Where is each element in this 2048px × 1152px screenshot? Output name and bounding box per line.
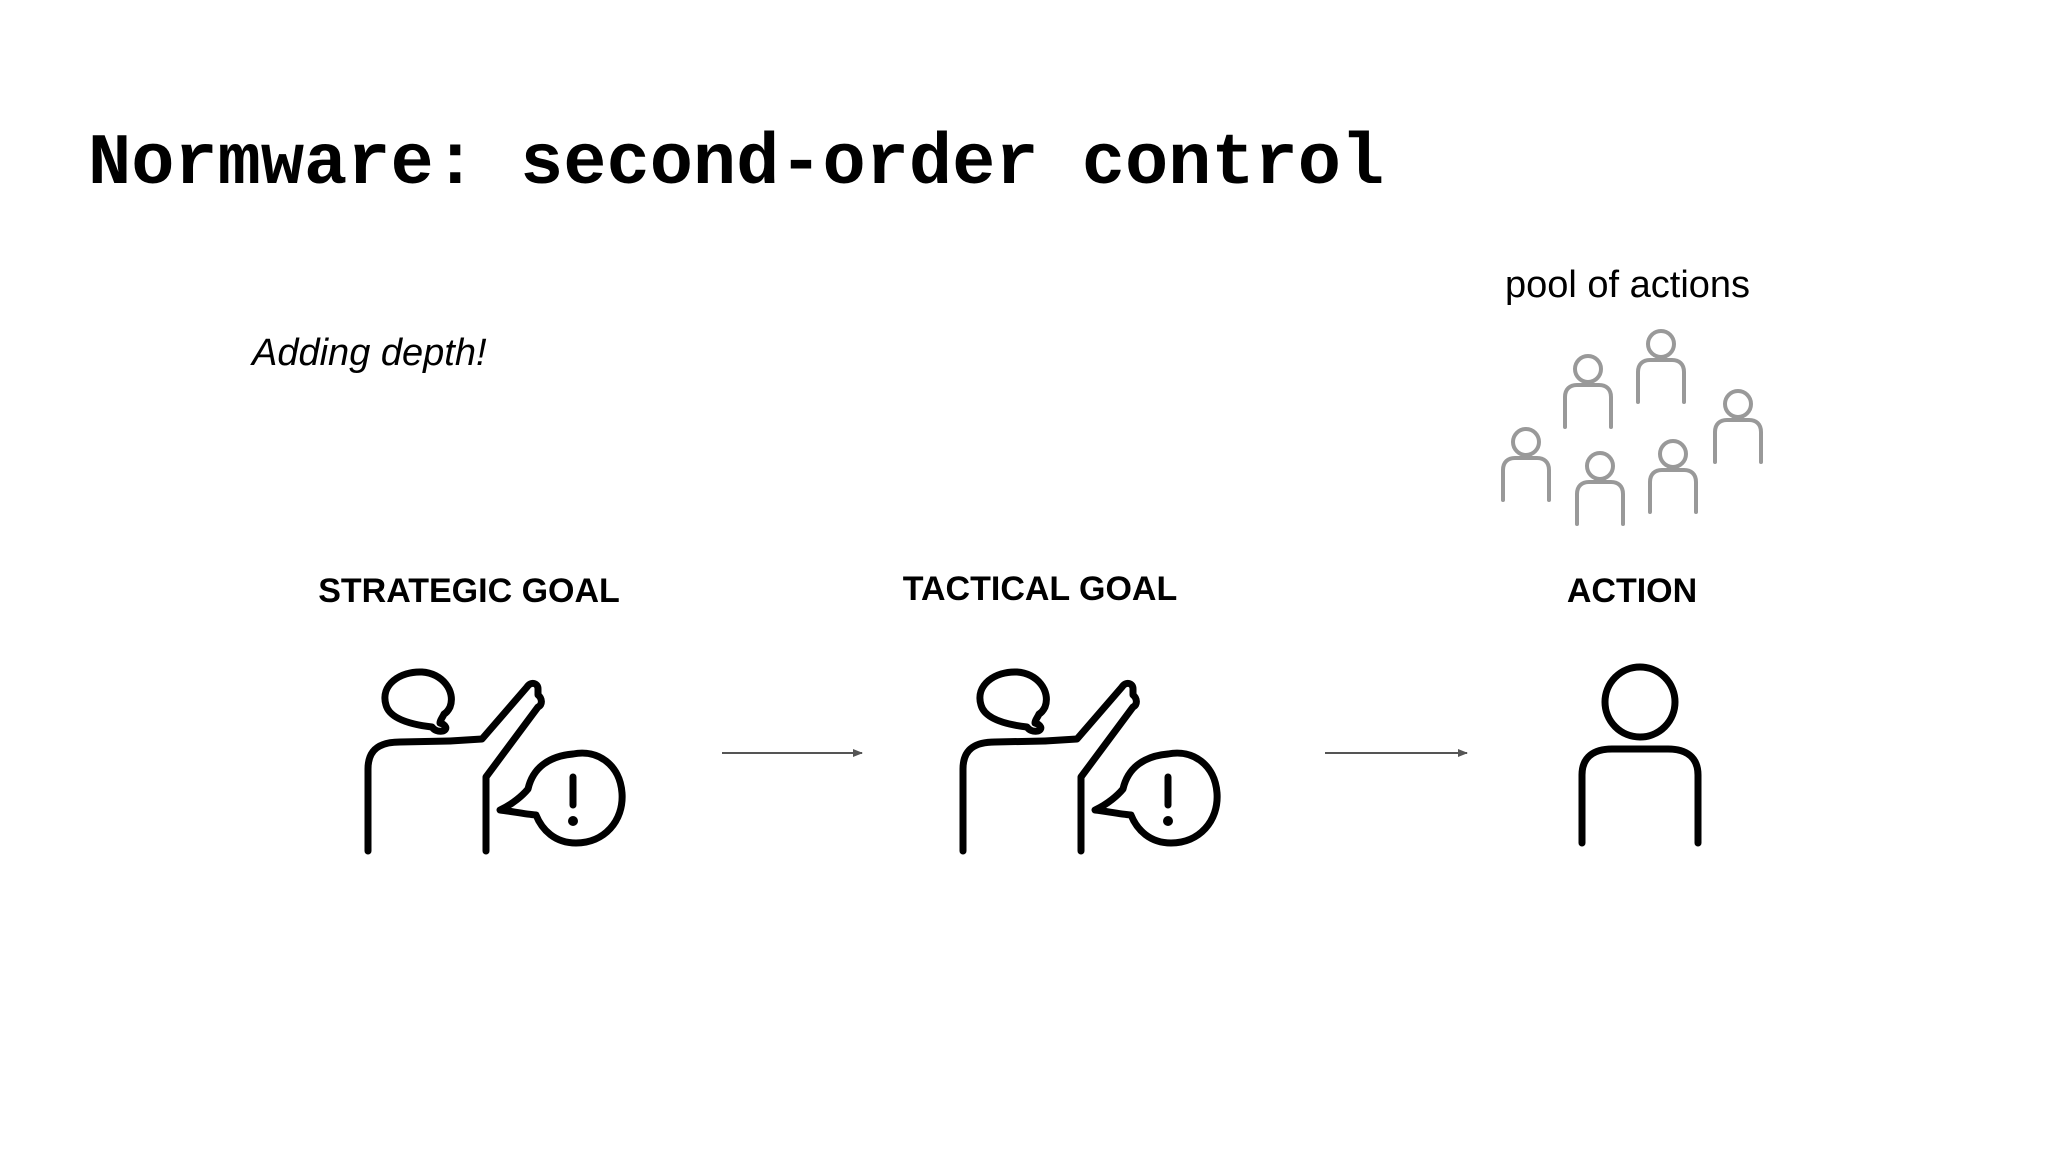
pool-person-icon [1501,427,1551,502]
pool-of-actions-icon-group [1501,329,1763,526]
strategic-goal-icon [368,672,622,851]
slide-title: Normware: second-order control [88,123,1385,205]
tactical-goal-icon [963,672,1217,851]
pool-person-icon [1563,354,1613,429]
slide-subtitle: Adding depth! [252,332,487,374]
action-person-icon [1582,667,1698,843]
pool-person-icon [1648,439,1698,514]
stage-label-action: ACTION [1566,572,1698,610]
stage-label-tactical-goal: TACTICAL GOAL [902,570,1178,608]
pool-person-icon [1636,329,1686,404]
pool-person-icon [1575,451,1625,526]
stage-label-strategic-goal: STRATEGIC GOAL [318,572,620,610]
pool-person-icon [1713,389,1763,464]
pool-label: pool of actions [1505,264,1751,306]
